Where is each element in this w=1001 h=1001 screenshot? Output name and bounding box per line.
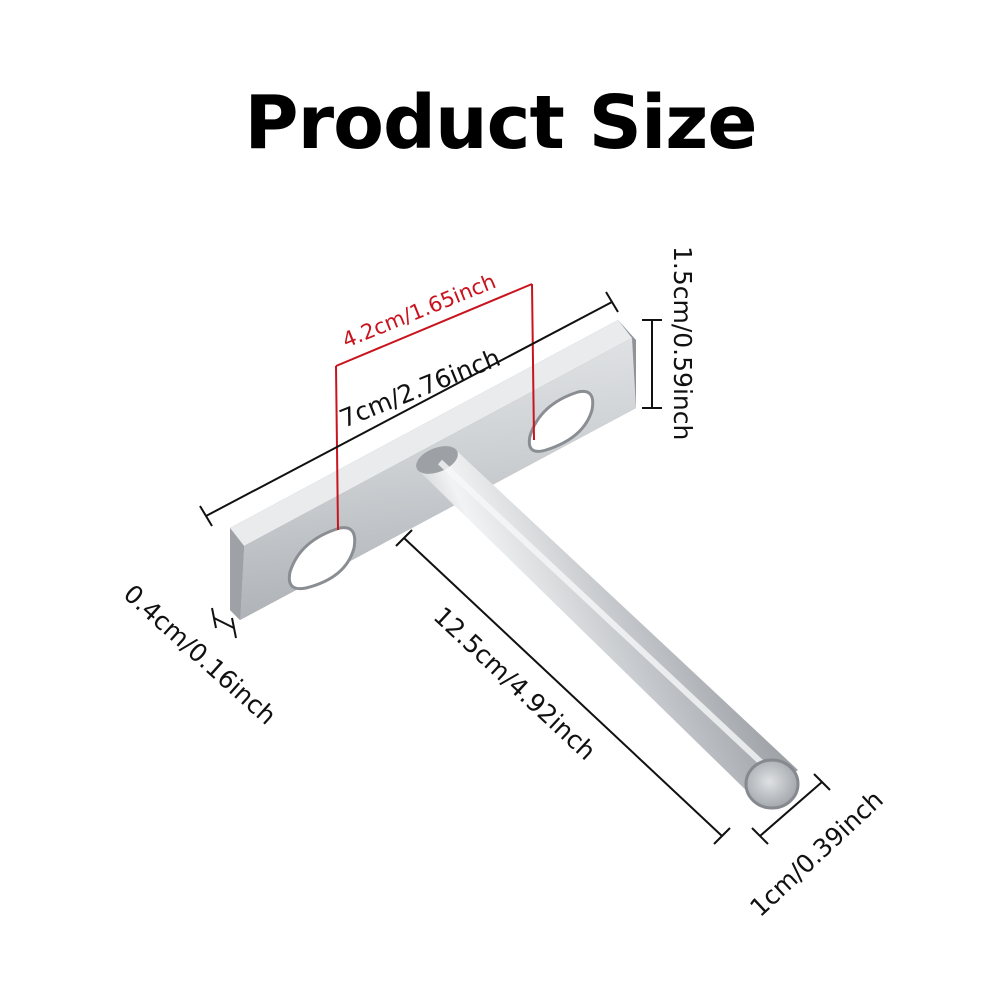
rod-length-dimension xyxy=(395,529,731,845)
plate-length-dimension xyxy=(199,291,619,527)
rod-end-cap xyxy=(744,758,800,810)
page-title: Product Size xyxy=(244,80,757,166)
slot-hole-left xyxy=(287,526,357,591)
slot-hole-right xyxy=(527,389,595,453)
rod xyxy=(416,446,800,810)
plate-height-dimension xyxy=(642,319,662,409)
plate-thickness-dimension xyxy=(211,607,237,639)
hole-spacing-label: 4.2cm/1.65inch xyxy=(339,269,499,352)
plate-height-label: 1.5cm/0.59inch xyxy=(668,246,697,440)
rod-diameter-dimension xyxy=(751,773,831,845)
rod-length-label: 12.5cm/4.92inch xyxy=(428,601,602,766)
